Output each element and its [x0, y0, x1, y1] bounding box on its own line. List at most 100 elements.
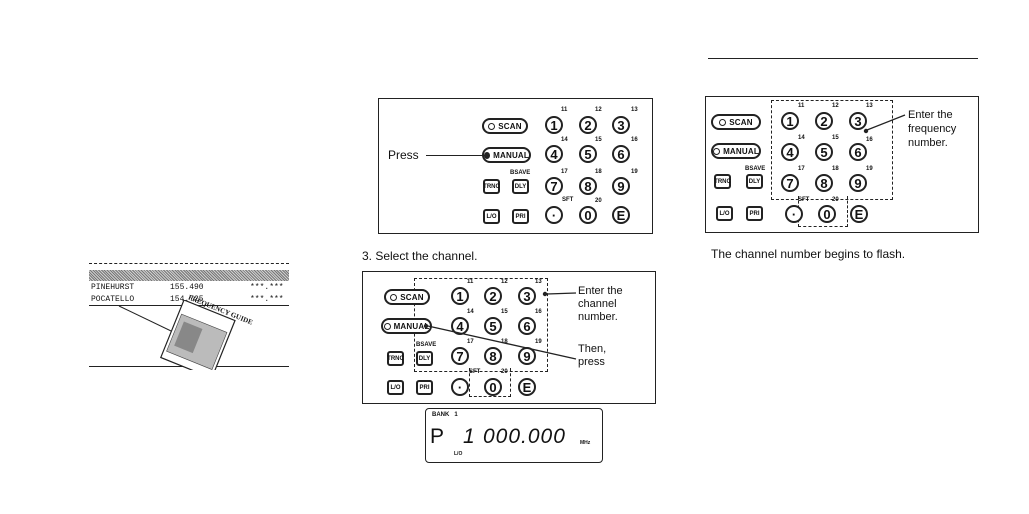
key-1-2[interactable]: 1 [451, 287, 469, 305]
key-5-3[interactable]: 5 [815, 143, 833, 161]
highlighted-row [89, 270, 289, 281]
keypad-panel-1: SCAN MANUAL TRNC DLY BSAVE L/O PRI 1 2 3… [378, 98, 653, 234]
key-1[interactable]: 1 [545, 116, 563, 134]
sup-12: 12 [595, 107, 602, 113]
then-press-line1: Then, [578, 343, 607, 355]
dly-button[interactable]: DLY [512, 179, 529, 194]
key-8[interactable]: 8 [579, 177, 597, 195]
manual-button-2[interactable]: MANUAL [381, 318, 432, 334]
enter-channel-line3: number. [578, 311, 618, 323]
key-4-3[interactable]: 4 [781, 143, 799, 161]
sup-14-2: 14 [467, 309, 474, 315]
zero-key-highlight [469, 368, 511, 397]
key-8-2[interactable]: 8 [484, 347, 502, 365]
sup-12-2: 12 [501, 279, 508, 285]
flash-caption: The channel number begins to flash. [711, 247, 906, 261]
scan-button[interactable]: SCAN [482, 118, 528, 134]
trnc-button[interactable]: TRNC [483, 179, 500, 194]
key-6-3[interactable]: 6 [849, 143, 867, 161]
lo-button-3[interactable]: L/O [716, 206, 733, 221]
key-e[interactable]: E [612, 206, 630, 224]
key-3-2[interactable]: 3 [518, 287, 536, 305]
sup-15: 15 [595, 137, 602, 143]
trnc-button-3[interactable]: TRNC [714, 174, 731, 189]
key-9-3[interactable]: 9 [849, 174, 867, 192]
lcd-mhz: MHz [580, 440, 591, 446]
sup-20-3: 20 [832, 197, 839, 203]
list-row-freq-2: 154.725 [170, 295, 204, 304]
step-3-instruction: 3. Select the channel. [362, 249, 478, 263]
sup-17: 17 [561, 169, 568, 175]
sup-17-3: 17 [798, 166, 805, 172]
enter-frequency-line1: Enter the [908, 109, 953, 121]
number-keys-highlight-3 [771, 100, 893, 200]
then-press-line2: press [578, 356, 605, 368]
key-3[interactable]: 3 [612, 116, 630, 134]
sup-15-2: 15 [501, 309, 508, 315]
key-2-2[interactable]: 2 [484, 287, 502, 305]
pri-button-3[interactable]: PRI [746, 206, 763, 221]
sup-19: 19 [631, 169, 638, 175]
list-row-freq-1: 155.490 [170, 283, 204, 292]
enter-channel-line1: Enter the [578, 285, 623, 297]
list-header-divider [89, 263, 289, 264]
manual-button-3[interactable]: MANUAL [711, 143, 761, 159]
lcd-lo: L/O [454, 451, 463, 457]
key-6-2[interactable]: 6 [518, 317, 536, 335]
trnc-button-2[interactable]: TRNC [387, 351, 404, 366]
sup-20: 20 [595, 198, 602, 204]
lo-button-2[interactable]: L/O [387, 380, 404, 395]
press-label: Press [388, 148, 419, 162]
key-4-2[interactable]: 4 [451, 317, 469, 335]
key-0-2[interactable]: 0 [484, 378, 502, 396]
sup-17-2: 17 [467, 339, 474, 345]
bsave-label-2: BSAVE [416, 342, 437, 348]
key-5[interactable]: 5 [579, 145, 597, 163]
sup-14: 14 [561, 137, 568, 143]
key-2-3[interactable]: 2 [815, 112, 833, 130]
enter-channel-line2: channel [578, 298, 617, 310]
key-5-2[interactable]: 5 [484, 317, 502, 335]
sup-18: 18 [595, 169, 602, 175]
key-7-2[interactable]: 7 [451, 347, 469, 365]
key-6[interactable]: 6 [612, 145, 630, 163]
manual-button[interactable]: MANUAL [482, 147, 531, 163]
key-dot-3[interactable]: · [785, 205, 803, 223]
bsave-label: BSAVE [510, 170, 531, 176]
key-1-3[interactable]: 1 [781, 112, 799, 130]
key-7[interactable]: 7 [545, 177, 563, 195]
key-dot-2[interactable]: · [451, 378, 469, 396]
sft-label: SFT [562, 197, 574, 203]
lo-button[interactable]: L/O [483, 209, 500, 224]
sup-16-2: 16 [535, 309, 542, 315]
scan-button-3[interactable]: SCAN [711, 114, 761, 130]
pri-button[interactable]: PRI [512, 209, 529, 224]
sft-label-2: SFT [469, 369, 481, 375]
dly-button-2[interactable]: DLY [416, 351, 433, 366]
lcd-channel: 1 [463, 425, 475, 448]
key-0-3[interactable]: 0 [818, 205, 836, 223]
sup-11-3: 11 [798, 103, 805, 109]
press-pointer-line [426, 155, 486, 156]
sft-label-3: SFT [798, 197, 810, 203]
key-3-3[interactable]: 3 [849, 112, 867, 130]
pri-button-2[interactable]: PRI [416, 380, 433, 395]
sup-19-3: 19 [866, 166, 873, 172]
scan-button-2[interactable]: SCAN [384, 289, 430, 305]
key-2[interactable]: 2 [579, 116, 597, 134]
dly-button-3[interactable]: DLY [746, 174, 763, 189]
key-e-3[interactable]: E [850, 205, 868, 223]
lcd-bank: BANK 1 [432, 412, 458, 418]
sup-13: 13 [631, 107, 638, 113]
key-9[interactable]: 9 [612, 177, 630, 195]
key-4[interactable]: 4 [545, 145, 563, 163]
list-row-code-1: ***.*** [250, 283, 284, 292]
key-7-3[interactable]: 7 [781, 174, 799, 192]
key-dot[interactable]: · [545, 206, 563, 224]
key-0[interactable]: 0 [579, 206, 597, 224]
key-e-2[interactable]: E [518, 378, 536, 396]
enter-frequency-line3: number. [908, 137, 948, 149]
sup-16-3: 16 [866, 137, 873, 143]
key-8-3[interactable]: 8 [815, 174, 833, 192]
book-icon [118, 300, 236, 370]
